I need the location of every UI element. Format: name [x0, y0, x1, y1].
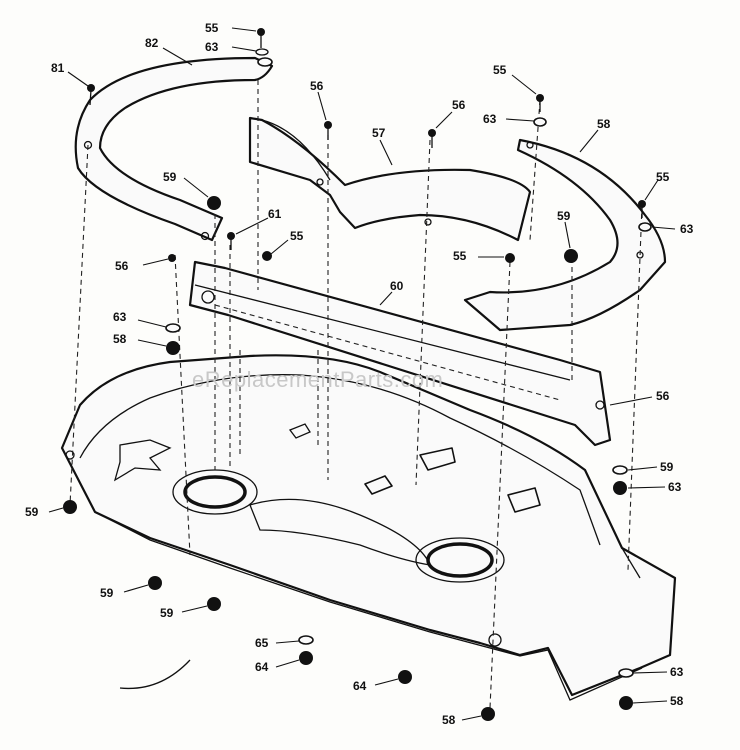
shield-82 [74, 56, 274, 242]
callout-label: 56 [310, 79, 324, 93]
callout-label: 58 [113, 332, 127, 346]
bracket-60 [188, 260, 612, 447]
shield-58 [463, 138, 667, 332]
callout-labels: 55 63 81 82 56 56 57 55 63 58 59 61 55 5… [25, 21, 694, 727]
callout-label: 55 [205, 21, 219, 35]
callout-label: 55 [493, 63, 507, 77]
callout-label: 61 [268, 207, 282, 221]
callout-label: 63 [680, 222, 694, 236]
callout-label: 59 [660, 460, 674, 474]
callout-label: 55 [656, 170, 670, 184]
shield-57 [248, 116, 532, 242]
callout-label: 55 [290, 229, 304, 243]
callout-label: 65 [255, 636, 269, 650]
callout-label: 82 [145, 36, 159, 50]
callout-label: 58 [597, 117, 611, 131]
callout-label: 57 [372, 126, 386, 140]
callout-label: 58 [442, 713, 456, 727]
callout-label: 55 [453, 249, 467, 263]
callout-label: 56 [656, 389, 670, 403]
callout-label: 58 [670, 694, 684, 708]
callout-label: 63 [668, 480, 682, 494]
callout-label: 56 [115, 259, 129, 273]
watermark-text: eReplacementParts.com [192, 367, 443, 392]
callout-label: 59 [25, 505, 39, 519]
callout-label: 59 [163, 170, 177, 184]
callout-label: 64 [255, 660, 269, 674]
callout-label: 59 [100, 586, 114, 600]
callout-label: 56 [452, 98, 466, 112]
alignment-lines [69, 80, 643, 709]
callout-label: 59 [160, 606, 174, 620]
callout-label: 81 [51, 61, 65, 75]
callout-label: 63 [113, 310, 127, 324]
callout-label: 63 [670, 665, 684, 679]
leader-lines [48, 27, 676, 721]
callout-label: 63 [205, 40, 219, 54]
callout-label: 64 [353, 679, 367, 693]
pencil-mark [119, 659, 191, 690]
callout-label: 60 [390, 279, 404, 293]
callout-label: 59 [557, 209, 571, 223]
fasteners [63, 28, 652, 721]
callout-label: 63 [483, 112, 497, 126]
